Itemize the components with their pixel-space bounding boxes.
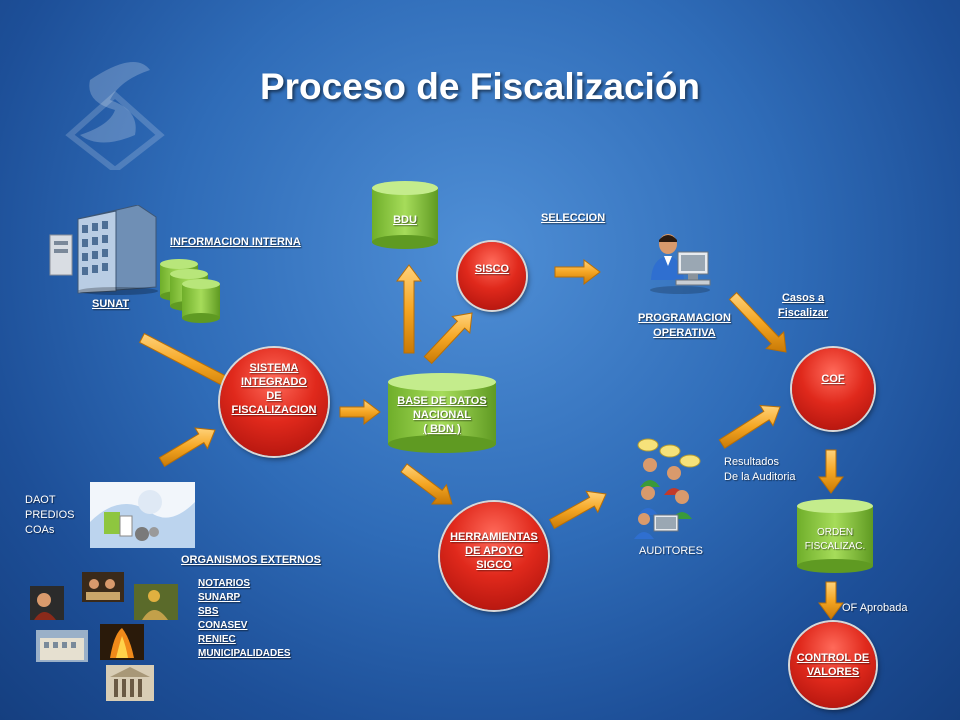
- municipal-building-thumbnail: [106, 665, 154, 701]
- sisco-to-seleccion-arrow: [554, 259, 601, 285]
- sistema-to-bdn-arrow: [339, 399, 381, 425]
- auditores-label: AUDITORES: [639, 545, 703, 557]
- list-item: NOTARIOS: [198, 578, 251, 589]
- casos-a-fiscalizar-label: Casos a Fiscalizar: [778, 292, 829, 319]
- auditors-group-icon: [634, 438, 701, 539]
- bdn-to-bdu-arrow: [396, 264, 422, 354]
- list-item: RENIEC: [198, 634, 236, 645]
- control-valores-label: CONTROL DE VALORES: [796, 652, 870, 678]
- informacion-interna-label: INFORMACION INTERNA: [170, 236, 301, 248]
- list-item: MUNICIPALIDADES: [198, 648, 291, 659]
- daot-predios-coas-label: DAOT PREDIOS COAs: [25, 494, 75, 536]
- external-orgs-list: NOTARIOS SUNARP SBS CONASEV RENIEC MUNIC…: [198, 577, 291, 661]
- notary-thumbnail: [30, 586, 64, 620]
- orden-fiscalizac-label: ORDEN FISCALIZAC.: [804, 527, 866, 552]
- sunat-logo-watermark: [65, 62, 165, 170]
- external-data-image: [90, 482, 195, 548]
- bdu-node: BDU: [370, 180, 440, 250]
- registry-thumbnail: [82, 572, 124, 602]
- bdn-label: BASE DE DATOS NACIONAL ( BDN ): [397, 395, 487, 435]
- sistema-integrado-label: SISTEMA INTEGRADO DE FISCALIZACION: [231, 362, 317, 416]
- ext-to-sistema-arrow: [158, 427, 216, 467]
- control-valores-node: CONTROL DE VALORES: [790, 622, 876, 708]
- cof-label: COF: [821, 373, 845, 385]
- organismos-externos-label: ORGANISMOS EXTERNOS: [181, 554, 321, 566]
- sunat-building-icon: [48, 204, 158, 295]
- programacion-operativa-label: PROGRAMACION OPERATIVA: [638, 312, 731, 339]
- orden-fiscalizac-node: ORDEN FISCALIZAC.: [795, 498, 875, 574]
- person-computer-icon: [650, 234, 711, 294]
- database-stack-icon: [160, 259, 220, 323]
- auditores-to-cof-arrow: [718, 404, 781, 449]
- herramientas-label: HERRAMIENTAS DE APOYO SIGCO: [450, 531, 538, 571]
- worker-thumbnail: [134, 584, 178, 620]
- fire-thumbnail: [100, 624, 144, 660]
- sunat-label: SUNAT: [92, 298, 130, 310]
- seleccion-label: SELECCION: [541, 212, 606, 224]
- cof-to-orden-arrow: [818, 449, 844, 494]
- resultados-auditoria-label: Resultados De la Auditoria: [724, 456, 796, 483]
- list-item: SBS: [198, 606, 219, 617]
- sisco-label: SISCO: [474, 263, 510, 275]
- bdu-label: BDU: [393, 214, 417, 226]
- list-item: CONASEV: [198, 620, 248, 631]
- herramientas-node: HERRAMIENTAS DE APOYO SIGCO: [440, 502, 548, 610]
- programacion-to-cof-arrow: [728, 291, 787, 353]
- sisco-node: SISCO: [458, 242, 526, 310]
- building-thumbnail: [36, 630, 88, 662]
- sistema-integrado-node: SISTEMA INTEGRADO DE FISCALIZACION: [220, 348, 328, 456]
- page-title: Proceso de Fiscalización: [259, 66, 701, 107]
- cof-node: COF: [792, 348, 874, 430]
- bdn-to-herramientas-arrow: [400, 463, 453, 505]
- bdn-node: BASE DE DATOS NACIONAL ( BDN ): [386, 372, 498, 454]
- orden-to-control-arrow: [818, 581, 844, 620]
- list-item: SUNARP: [198, 592, 241, 603]
- herramientas-to-auditores-arrow: [548, 490, 607, 530]
- bdn-to-sisco-arrow: [423, 312, 473, 365]
- of-aprobada-label: OF Aprobada: [842, 602, 908, 614]
